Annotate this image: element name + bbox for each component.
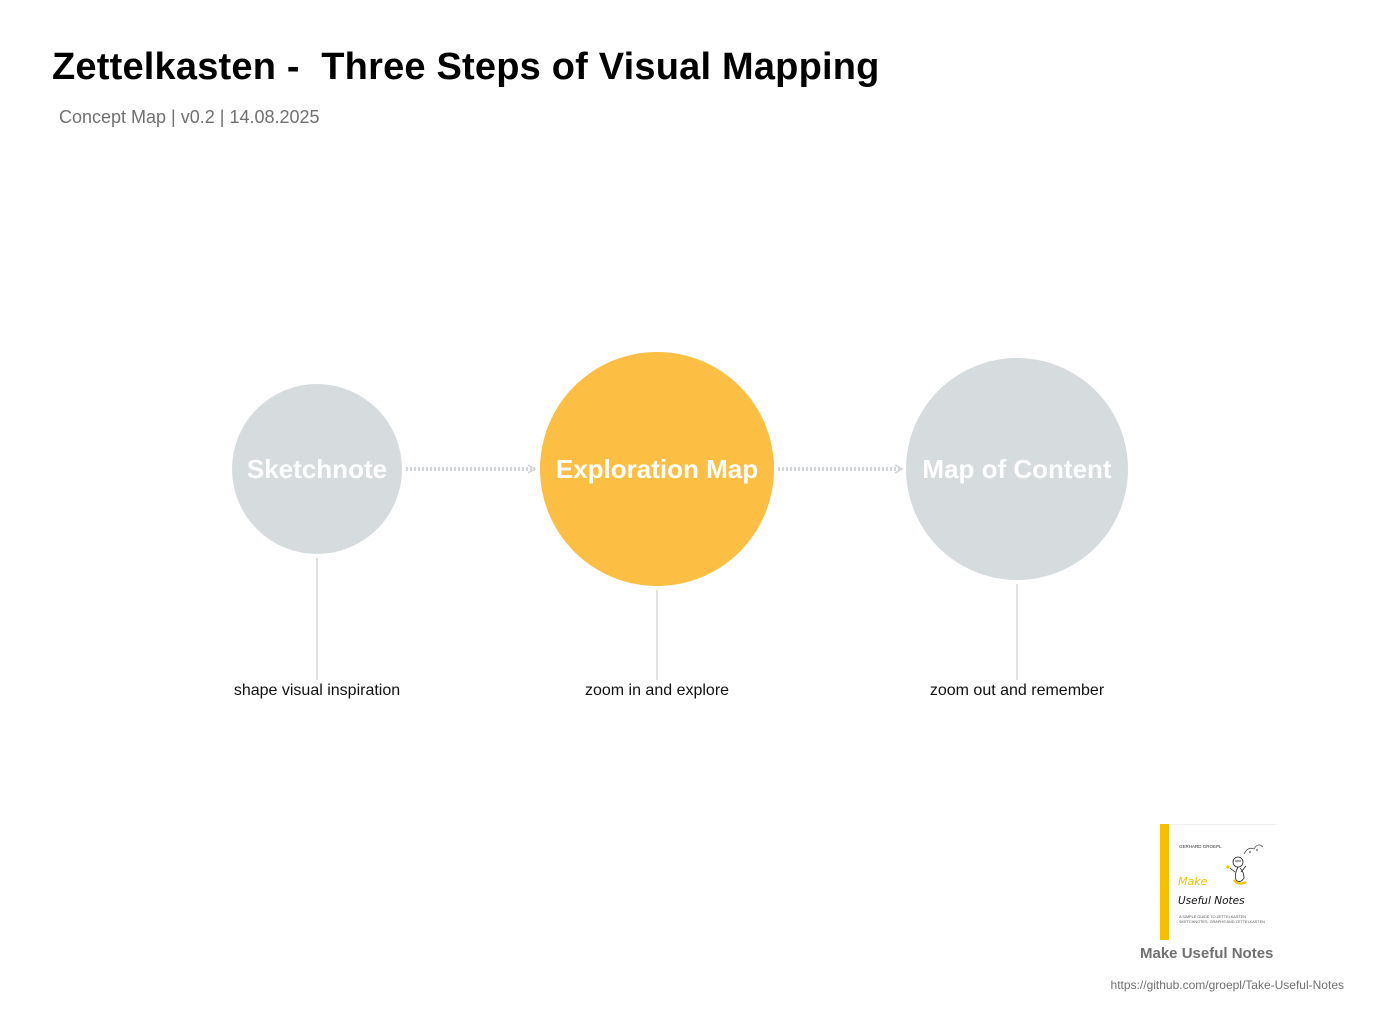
svg-text:GERHARD GROEPL: GERHARD GROEPL <box>1179 844 1222 849</box>
node-map-of-content[interactable]: Map of Content <box>906 358 1128 580</box>
node-map-of-content-label: Map of Content <box>922 454 1112 484</box>
page-subtitle: Concept Map | v0.2 | 14.08.2025 <box>59 107 320 127</box>
node-exploration-map[interactable]: Exploration Map <box>540 352 774 586</box>
node-sketchnote[interactable]: Sketchnote <box>232 384 402 554</box>
book-cover-image[interactable]: GERHARD GROEPL Make Useful Notes A SIMPL… <box>1160 824 1276 940</box>
description-sketchnote: shape visual inspiration <box>234 682 400 699</box>
thinking-figure-icon <box>1226 844 1264 885</box>
svg-text:Make: Make <box>1178 875 1208 888</box>
node-exploration-map-label: Exploration Map <box>556 454 758 484</box>
book-caption[interactable]: Make Useful Notes <box>1140 945 1274 962</box>
description-exploration-map: zoom in and explore <box>585 682 729 699</box>
svg-text:SKETCHNOTES, GRAPHS AND ZETTEL: SKETCHNOTES, GRAPHS AND ZETTELKASTEN <box>1179 920 1265 924</box>
svg-text:A SIMPLE GUIDE TO ZETTELKASTEN: A SIMPLE GUIDE TO ZETTELKASTEN <box>1179 915 1246 919</box>
node-sketchnote-label: Sketchnote <box>247 454 387 484</box>
node-exploration-map-circle <box>540 352 774 586</box>
description-map-of-content: zoom out and remember <box>930 682 1105 699</box>
page-title: Zettelkasten - Three Steps of Visual Map… <box>52 46 880 88</box>
node-sketchnote-circle <box>232 384 402 554</box>
source-url-link[interactable]: https://github.com/groepl/Take-Useful-No… <box>1110 978 1344 992</box>
svg-text:Useful Notes: Useful Notes <box>1178 895 1245 907</box>
node-map-of-content-circle <box>906 358 1128 580</box>
